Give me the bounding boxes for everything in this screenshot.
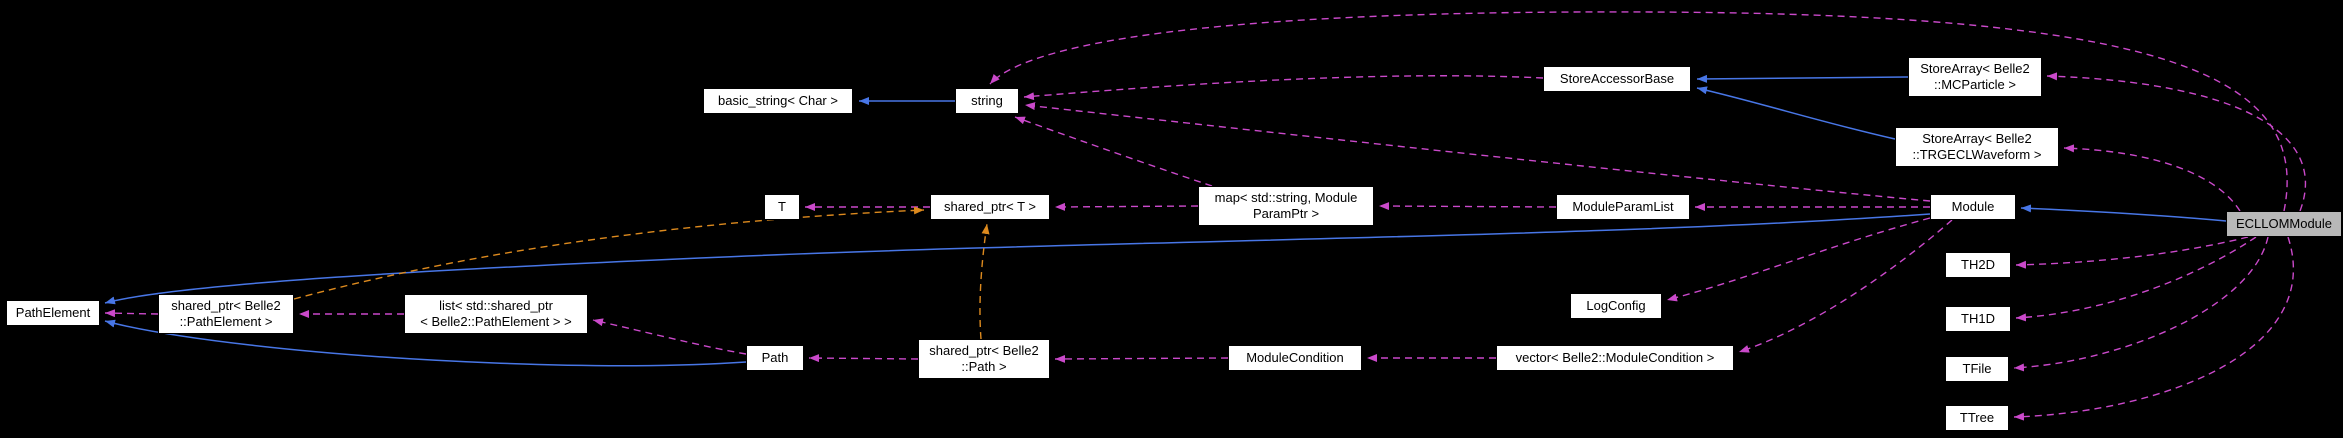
node-shared-ptr-path[interactable]: shared_ptr< Belle2 ::Path >: [918, 339, 1050, 379]
node-label: ModuleParamList: [1572, 199, 1674, 215]
edge-module-to-vector-module-condition: [1738, 219, 1953, 353]
edge-ecllom-module-to-storearray-trgeclwaveform: [2063, 144, 2241, 212]
node-module-param-list[interactable]: ModuleParamList: [1556, 194, 1690, 220]
edge-ecllom-module-to-th2d: [2015, 236, 2249, 269]
node-module[interactable]: Module: [1930, 194, 2016, 220]
node-shared-ptr-t[interactable]: shared_ptr< T >: [930, 194, 1050, 220]
node-label: Module: [1951, 199, 1995, 215]
node-label: TFile: [1962, 361, 1992, 377]
edges-group: [104, 11, 2306, 421]
edge-ecllom-module-to-string: [989, 11, 2288, 212]
edge-storearray-trgeclwaveform-to-store-accessor-base: [1696, 86, 1896, 140]
edge-store-accessor-base-to-string: [1023, 75, 1544, 101]
node-label: vector< Belle2::ModuleCondition >: [1515, 350, 1715, 366]
edge-module-to-log-config: [1666, 217, 1931, 302]
node-label: T: [778, 199, 786, 215]
node-tfile[interactable]: TFile: [1945, 356, 2009, 382]
node-label: list< std::shared_ptr < Belle2::PathElem…: [420, 298, 572, 329]
node-label: TH2D: [1961, 257, 1995, 273]
edge-shared-ptr-pathelement-to-shared-ptr-t: [293, 206, 925, 300]
node-label: string: [971, 93, 1003, 109]
node-label: basic_string< Char >: [718, 93, 838, 109]
node-map-moduleparamptr[interactable]: map< std::string, Module ParamPtr >: [1198, 186, 1374, 226]
node-module-condition[interactable]: ModuleCondition: [1228, 345, 1362, 371]
node-ecllom-module[interactable]: ECLLOMModule: [2226, 211, 2342, 237]
edge-storearray-mcparticle-to-store-accessor-base: [1696, 74, 1909, 83]
edge-path-to-list-shared-ptr-pathelement: [592, 318, 747, 355]
node-list-shared-ptr-pathelement[interactable]: list< std::shared_ptr < Belle2::PathElem…: [404, 294, 588, 334]
edge-shared-ptr-path-to-path: [808, 354, 919, 363]
node-basic-string[interactable]: basic_string< Char >: [703, 88, 853, 114]
node-label: StoreAccessorBase: [1559, 71, 1675, 87]
node-th1d[interactable]: TH1D: [1945, 306, 2011, 332]
edge-ecllom-module-to-storearray-mcparticle: [2046, 72, 2306, 212]
node-label: StoreArray< Belle2 ::TRGECLWaveform >: [1912, 131, 2042, 162]
node-label: ECLLOMModule: [2235, 216, 2333, 232]
edge-module-param-list-to-map-moduleparamptr: [1378, 202, 1557, 211]
edge-ecllom-module-to-th1d: [2015, 236, 2257, 322]
node-t[interactable]: T: [764, 194, 800, 220]
edge-shared-ptr-pathelement-to-path-element: [104, 309, 159, 318]
node-path-element[interactable]: PathElement: [6, 300, 100, 326]
edge-path-to-path-element: [104, 319, 747, 367]
edge-map-moduleparamptr-to-string: [1014, 116, 1213, 187]
edge-shared-ptr-path-to-shared-ptr-t: [979, 223, 990, 340]
node-storearray-mcparticle[interactable]: StoreArray< Belle2 ::MCParticle >: [1908, 57, 2042, 97]
edge-module-to-string: [1024, 102, 1931, 202]
node-label: PathElement: [15, 305, 91, 321]
node-label: ModuleCondition: [1246, 350, 1344, 366]
node-path[interactable]: Path: [746, 345, 804, 371]
edge-ecllom-module-to-tfile: [2013, 236, 2269, 372]
node-ttree[interactable]: TTree: [1945, 405, 2009, 431]
node-shared-ptr-pathelement[interactable]: shared_ptr< Belle2 ::PathElement >: [158, 294, 294, 334]
node-label: TTree: [1959, 410, 1995, 426]
node-label: TH1D: [1961, 311, 1995, 327]
node-label: LogConfig: [1586, 298, 1646, 314]
edge-module-condition-to-shared-ptr-path: [1054, 354, 1229, 363]
edge-ecllom-module-to-ttree: [2013, 236, 2295, 421]
node-store-accessor-base[interactable]: StoreAccessorBase: [1543, 66, 1691, 92]
node-label: map< std::string, Module ParamPtr >: [1214, 190, 1358, 221]
edge-ecllom-module-to-module: [2020, 204, 2227, 222]
edge-module-to-path-element: [104, 213, 1931, 305]
node-vector-module-condition[interactable]: vector< Belle2::ModuleCondition >: [1496, 345, 1734, 371]
node-string[interactable]: string: [955, 88, 1019, 114]
node-label: shared_ptr< T >: [943, 199, 1037, 215]
node-label: shared_ptr< Belle2 ::PathElement >: [171, 298, 281, 329]
node-log-config[interactable]: LogConfig: [1570, 293, 1662, 319]
node-label: Path: [761, 350, 789, 366]
node-storearray-trgeclwaveform[interactable]: StoreArray< Belle2 ::TRGECLWaveform >: [1895, 127, 2059, 167]
node-label: shared_ptr< Belle2 ::Path >: [929, 343, 1039, 374]
node-th2d[interactable]: TH2D: [1945, 252, 2011, 278]
node-label: StoreArray< Belle2 ::MCParticle >: [1920, 61, 2030, 92]
edge-map-moduleparamptr-to-shared-ptr-t: [1054, 202, 1199, 211]
